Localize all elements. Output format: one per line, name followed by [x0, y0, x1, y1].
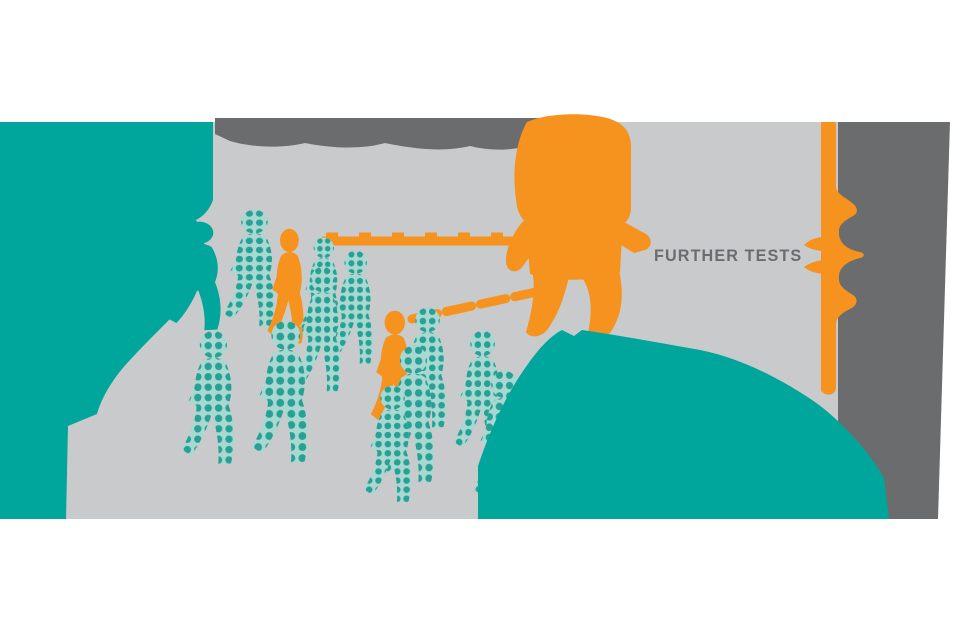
brace-stem — [821, 122, 864, 395]
teal-blob — [0, 122, 213, 519]
brace-lower-curl — [804, 259, 836, 274]
brace-upper-curl — [804, 237, 836, 252]
curly-brace-icon — [804, 122, 864, 395]
back-leg — [574, 260, 622, 339]
hips — [524, 200, 624, 280]
front-leg — [526, 258, 572, 337]
teal-mound — [478, 330, 889, 519]
large-orange-person-icon — [506, 114, 651, 339]
top-dark-band — [215, 118, 542, 150]
right-dark-block — [838, 122, 950, 519]
further-tests-label: FURTHER TESTS — [654, 247, 802, 265]
